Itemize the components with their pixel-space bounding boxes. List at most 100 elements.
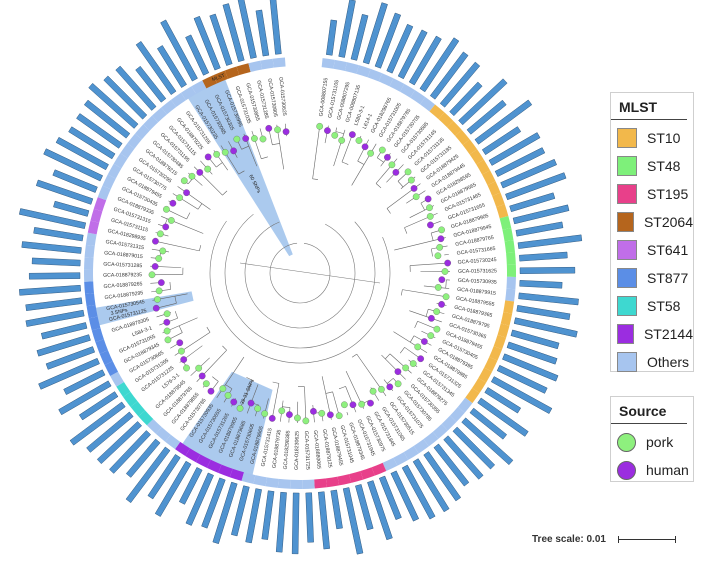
pork-source-dot <box>219 385 227 392</box>
human-source-dot <box>242 135 250 142</box>
tree-branch <box>333 129 346 167</box>
mlst-ring-segment <box>502 227 514 242</box>
mlst-ring-segment <box>260 58 274 70</box>
tree-branch-arc <box>312 178 319 181</box>
tree-branch-arc <box>399 347 405 354</box>
outer-bar <box>83 99 131 139</box>
pork-source-dot <box>154 296 161 303</box>
human-source-dot <box>230 398 238 406</box>
pork-source-dot <box>224 392 232 399</box>
outer-bar <box>509 192 556 213</box>
leaf-label: GCA-015731285 <box>103 261 142 269</box>
tree-scale-bar <box>617 536 676 543</box>
mlst-legend-item: ST2144 <box>611 320 693 348</box>
pork-source-dot <box>163 310 171 318</box>
mlst-ring-segment <box>229 468 244 481</box>
pork-source-dot <box>155 255 163 262</box>
source-legend-label: human <box>646 462 689 478</box>
outer-bar <box>78 391 119 421</box>
outer-bar <box>291 492 300 555</box>
human-source-dot <box>386 383 394 391</box>
human-source-dot <box>247 399 255 407</box>
mlst-ring-segment <box>185 448 201 463</box>
mlst-ring-segment <box>91 327 104 343</box>
outer-bar <box>512 204 570 225</box>
human-source-dot <box>410 185 418 192</box>
mlst-ring-segment <box>191 80 207 95</box>
mlst-ring-segment <box>400 83 415 98</box>
leaf-label: GCA-018879295 <box>104 290 143 301</box>
mlst-swatch <box>617 128 637 148</box>
human-source-dot <box>421 338 428 345</box>
tree-branch <box>271 383 280 421</box>
tree-branch <box>335 127 338 132</box>
tree-branch <box>312 124 321 179</box>
mlst-legend-label: ST2144 <box>643 326 693 342</box>
pork-source-dot <box>294 414 301 422</box>
leaf-label: GCA-015730935 <box>458 278 497 286</box>
human-source-dot <box>428 314 435 322</box>
leaf-label: GCA-015730245 <box>457 257 496 266</box>
outer-bar <box>519 266 576 274</box>
tree-branch <box>351 143 377 186</box>
outer-bar <box>109 430 151 474</box>
mlst-ring-segment <box>85 293 96 307</box>
human-source-dot <box>176 339 184 347</box>
tree-branch-arc <box>186 212 191 220</box>
tree-branch <box>153 240 200 252</box>
mlst-ring-segment <box>265 477 279 488</box>
human-source-dot <box>384 153 391 161</box>
outer-bar <box>330 489 343 530</box>
tree-branch <box>402 289 449 298</box>
mlst-ring-segment <box>506 252 516 265</box>
human-source-dot <box>152 304 160 312</box>
outer-bar <box>25 297 83 311</box>
human-source-dot <box>324 127 331 134</box>
mlst-ring-segment <box>218 464 233 478</box>
pork-source-dot <box>163 327 171 335</box>
mlst-ring-segment <box>492 192 505 208</box>
mlst-ring-segment <box>344 62 359 74</box>
clade-highlight-a <box>187 78 293 257</box>
pork-source-dot <box>355 137 363 144</box>
outer-bar <box>513 317 578 338</box>
pork-source-dot <box>378 385 385 393</box>
mlst-ring-segment <box>497 323 510 338</box>
mlst-ring-segment <box>476 159 491 175</box>
mlst-legend-label: Others <box>647 354 690 370</box>
tree-root-branch <box>239 262 381 284</box>
mlst-ring-segment <box>104 361 119 377</box>
human-source-dot <box>438 276 446 283</box>
outer-bar <box>412 458 450 513</box>
mlst-ring-segment <box>356 65 371 78</box>
outer-bar <box>355 484 374 531</box>
tree-branch <box>409 262 450 266</box>
outer-bar <box>55 137 109 171</box>
mlst-legend-label: ST10 <box>647 130 681 146</box>
human-source-dot <box>392 169 400 176</box>
pork-source-dot <box>331 131 339 139</box>
tree-branch-arc <box>325 391 333 394</box>
tree-internal-arc <box>244 221 356 329</box>
mlst-ring-segment <box>325 476 340 488</box>
outer-bar <box>500 158 557 189</box>
tree-scale: Tree scale: 0.01 <box>532 534 676 545</box>
human-source-dot <box>204 153 212 161</box>
mlst-ring-segment <box>97 185 111 201</box>
outer-bar <box>19 208 87 229</box>
human-source-dot <box>151 263 159 270</box>
tree-branch-arc <box>272 143 280 146</box>
mlst-ring-segment <box>503 300 515 314</box>
human-source-dot <box>417 355 425 363</box>
tree-branch <box>259 128 263 138</box>
mlst-swatch <box>617 240 637 260</box>
outer-bar <box>461 417 514 466</box>
tree-branch <box>161 216 204 234</box>
human-source-dot <box>169 199 177 207</box>
pork-source-dot <box>274 126 281 134</box>
outer-bar <box>68 126 116 160</box>
mlst-ring-segment <box>102 174 116 190</box>
mlst-legend-title: MLST <box>611 93 687 120</box>
pork-source-dot <box>409 360 417 367</box>
